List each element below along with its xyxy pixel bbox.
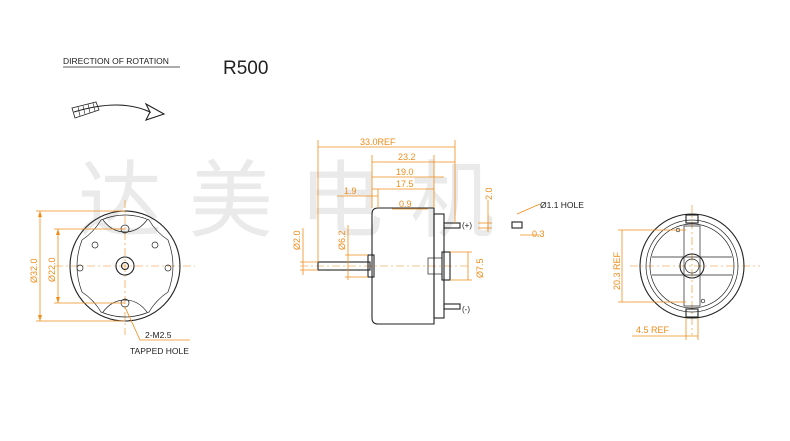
rear-dim-4-5: 4.5 REF (636, 325, 670, 335)
front-dim-bolt-circle: Ø22.0 (47, 257, 57, 282)
front-hole-callout: 2-M2.5 (145, 330, 172, 340)
side-dim-19: 19.0 (396, 167, 414, 177)
rear-dim-20-3: 20.3 REF (612, 251, 622, 290)
terminal-minus-label: (-) (462, 305, 470, 314)
rear-view (618, 205, 760, 340)
rear-outer-circle (639, 213, 745, 319)
side-dim-overall: 33.0REF (360, 137, 396, 147)
front-view (36, 200, 195, 341)
side-dim-terminal: 2.0 (484, 187, 494, 200)
front-dim-outer-dia: Ø32.0 (29, 258, 39, 283)
terminal-plus (443, 222, 461, 229)
side-view (300, 140, 541, 325)
front-hole-callout-sub: TAPPED HOLE (130, 346, 189, 356)
side-dim-body: 23.2 (398, 152, 416, 162)
terminal-minus (443, 303, 461, 310)
side-dim-boss: Ø6.2 (337, 230, 347, 250)
watermark: 达 美 电 机 (78, 152, 494, 250)
side-shaft (317, 261, 371, 271)
side-body (371, 207, 435, 325)
terminal-plus-label: (+) (462, 221, 472, 230)
side-dim-0-9: 0.9 (399, 199, 412, 209)
model-title: R500 (223, 58, 268, 79)
side-dim-hole: Ø1.1 HOLE (540, 200, 584, 210)
side-dim-0-3: 0.3 (532, 229, 545, 239)
side-dim-1-9: 1.9 (344, 186, 357, 196)
rotation-arrow-icon (71, 101, 166, 121)
side-dim-bearing: Ø7.5 (475, 258, 485, 278)
side-dim-shaft: Ø2.0 (292, 230, 302, 250)
rotation-label: DIRECTION OF ROTATION (63, 56, 169, 66)
side-dim-17-5: 17.5 (396, 179, 414, 189)
